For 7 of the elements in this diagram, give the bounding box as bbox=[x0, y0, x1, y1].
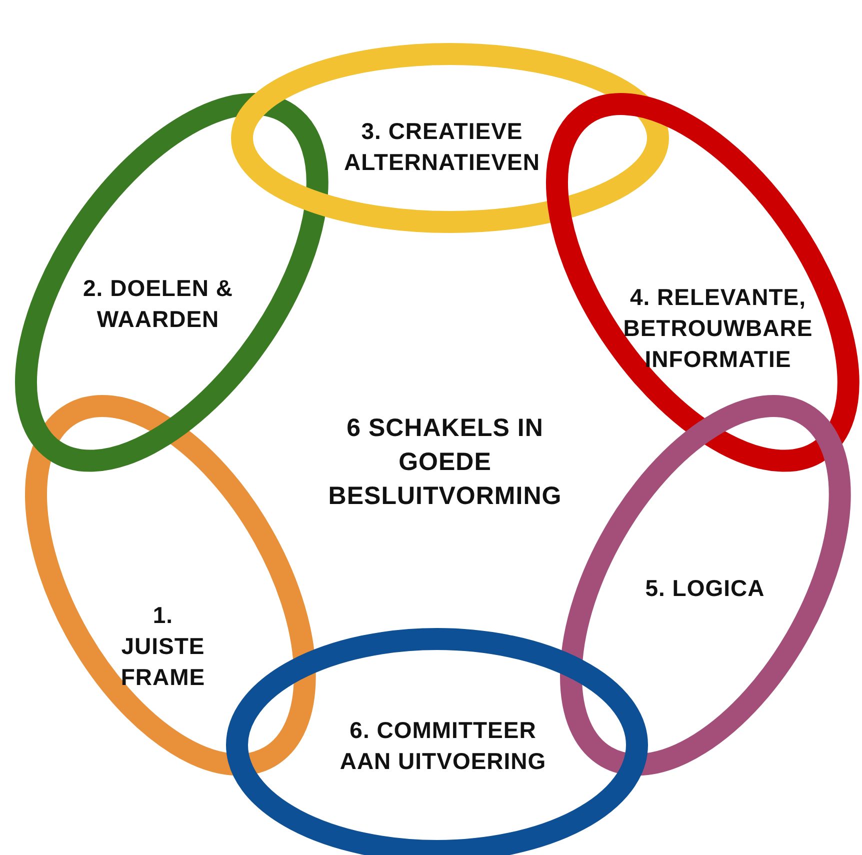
center-title: 6 SCHAKELS IN GOEDE BESLUITVORMING bbox=[327, 413, 563, 512]
ring-label: 6. COMMITTEER AAN UITVOERING bbox=[338, 716, 548, 776]
ring-label: 3. CREATIEVE ALTERNATIEVEN bbox=[342, 117, 542, 177]
ring-label: 2. DOELEN & WAARDEN bbox=[82, 274, 233, 334]
ring-label: 1. JUISTE FRAME bbox=[120, 600, 206, 692]
ring-label: 4. RELEVANTE, BETROUWBARE INFORMATIE bbox=[622, 282, 814, 374]
ring-label: 5. LOGICA bbox=[644, 574, 766, 603]
